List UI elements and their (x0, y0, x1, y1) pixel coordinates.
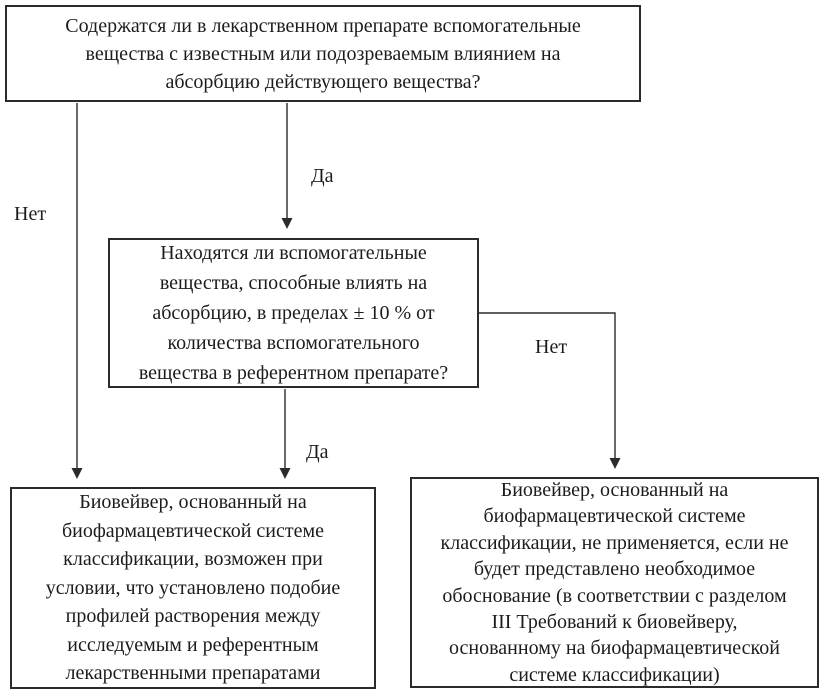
edge-label-q1-yes: Да (309, 165, 336, 187)
edge-label-q1-no: Нет (12, 203, 49, 225)
question-box-within-10-percent: Находятся ли вспомогательные вещества, с… (108, 238, 479, 388)
question-box-excipients-influence: Содержатся ли в лекарственном препарате … (5, 5, 641, 102)
edge-label-q2-no: Нет (533, 336, 570, 358)
outcome-box-biowaiver-possible: Биовейвер, основанный на биофармацевтиче… (10, 487, 376, 689)
edge-label-q2-yes: Да (304, 441, 331, 463)
outcome-box-biowaiver-not-applicable: Биовейвер, основанный на биофармацевтиче… (410, 477, 819, 688)
